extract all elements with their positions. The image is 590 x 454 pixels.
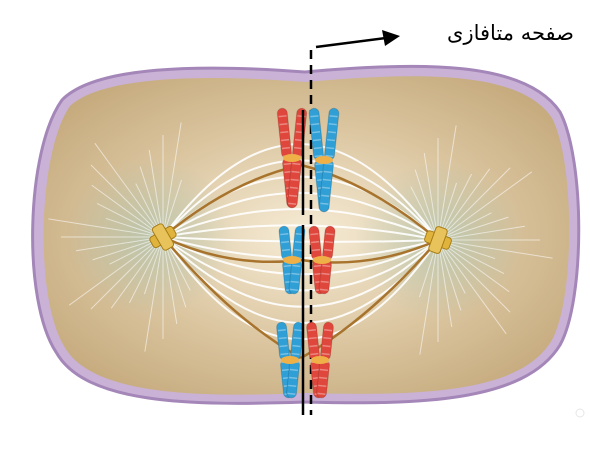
arrow-icon [316,30,400,47]
decorative-dot [576,409,584,417]
centromere [281,356,299,364]
centromere [283,256,301,264]
centromere [283,154,301,162]
centromere [313,256,331,264]
metaphase-plate-label: صفحه متافازی [404,16,574,50]
centromere [311,356,329,364]
centromere [315,156,333,164]
